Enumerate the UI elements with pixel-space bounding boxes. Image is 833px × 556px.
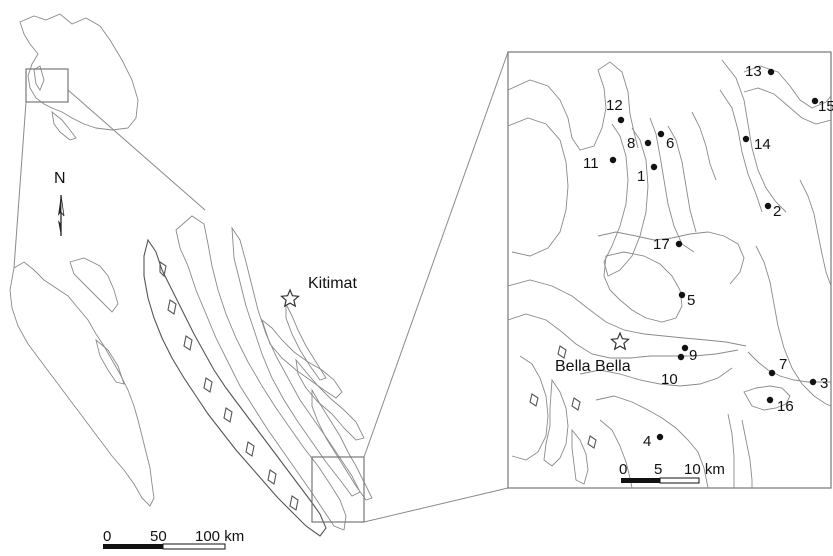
- site-14-dot: [742, 135, 750, 143]
- site-15: 15: [811, 97, 833, 115]
- north-arrow-icon: [58, 194, 65, 236]
- overview-scale-label-0: 0: [103, 528, 111, 545]
- site-5: 5: [678, 291, 695, 309]
- site-markers: 1 2 3 4 5 6 7: [583, 63, 833, 450]
- site-9: 9: [681, 344, 697, 364]
- inset-scale-label-10: 10 km: [684, 461, 725, 478]
- site-3-label: 3: [820, 375, 828, 392]
- site-3-dot: [809, 378, 817, 386]
- site-4-label: 4: [643, 433, 651, 450]
- site-1-label: 1: [637, 168, 645, 185]
- site-9-dot: [681, 344, 689, 352]
- site-5-dot: [678, 291, 686, 299]
- site-8-dot: [644, 139, 652, 147]
- site-10-label: 10: [661, 371, 678, 388]
- bella-bella-label: Bella Bella: [555, 358, 631, 375]
- site-3: 3: [809, 375, 828, 392]
- site-8: 8: [627, 135, 652, 152]
- inset-map: 1 2 3 4 5 6 7: [507, 51, 833, 489]
- site-16-dot: [766, 396, 774, 404]
- site-9-label: 9: [689, 347, 697, 364]
- town-kitimat: Kitimat: [280, 275, 357, 308]
- site-2-label: 2: [773, 203, 781, 220]
- site-7-dot: [768, 369, 776, 377]
- site-12: 12: [606, 97, 625, 124]
- inset-extent-box: [311, 456, 365, 523]
- inset-leader-bottom: [363, 487, 509, 523]
- site-11: 11: [583, 155, 617, 172]
- inset-scale-label-0: 0: [619, 461, 627, 478]
- inset-scale-label-5: 5: [654, 461, 662, 478]
- site-13: 13: [745, 63, 775, 80]
- site-10-dot: [677, 353, 685, 361]
- site-1: 1: [637, 163, 658, 185]
- south-coast-map: [9, 257, 155, 507]
- locator-extent-box: [25, 68, 69, 103]
- inset-frame: [507, 51, 832, 489]
- site-13-dot: [767, 68, 775, 76]
- site-17-dot: [675, 240, 683, 248]
- site-6-dot: [657, 130, 665, 138]
- inset-scale-bar: 0 5 10 km: [619, 461, 725, 484]
- site-16-label: 16: [777, 398, 794, 415]
- site-6: 6: [657, 130, 674, 152]
- site-11-dot: [609, 156, 617, 164]
- overview-scale-bar: 0 50 100 km: [103, 528, 244, 550]
- kitimat-label: Kitimat: [308, 275, 357, 292]
- site-15-dot: [811, 97, 819, 105]
- site-7-label: 7: [779, 356, 787, 373]
- inset-leader-top: [363, 51, 509, 458]
- site-17-label: 17: [653, 236, 670, 253]
- locator-leader-right: [67, 89, 206, 211]
- central-coast-map: [143, 215, 373, 537]
- site-17: 17: [653, 236, 683, 253]
- site-12-label: 12: [606, 97, 623, 114]
- site-2-dot: [764, 202, 772, 210]
- site-11-label: 11: [583, 155, 599, 172]
- locator-leader-left: [13, 101, 27, 269]
- overview-scale-label-50: 50: [150, 528, 167, 545]
- site-8-label: 8: [627, 135, 635, 152]
- site-4: 4: [643, 433, 664, 450]
- site-1-dot: [650, 163, 658, 171]
- kitimat-star-icon: [280, 288, 300, 308]
- overview-scale-label-100: 100 km: [195, 528, 244, 545]
- site-13-label: 13: [745, 63, 762, 80]
- bella-bella-star-icon: [610, 331, 630, 351]
- site-4-dot: [656, 433, 664, 441]
- north-label: N: [54, 170, 66, 187]
- province-locator-map: [19, 13, 139, 141]
- town-bella-bella: Bella Bella: [555, 331, 631, 375]
- site-15-label: 15: [818, 98, 833, 115]
- site-6-label: 6: [666, 135, 674, 152]
- site-16: 16: [766, 396, 794, 415]
- site-14: 14: [742, 135, 771, 153]
- site-12-dot: [617, 116, 625, 124]
- site-7: 7: [768, 356, 787, 377]
- site-14-label: 14: [754, 136, 771, 153]
- site-2: 2: [764, 202, 781, 220]
- site-10: 10: [661, 353, 685, 388]
- site-5-label: 5: [687, 292, 695, 309]
